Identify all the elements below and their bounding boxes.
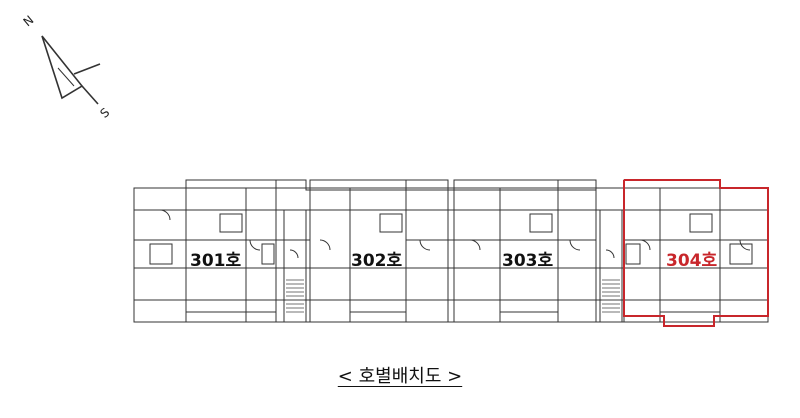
unit-label-301: 301호 [190, 251, 242, 271]
diagram-caption: < 호별배치도 > [0, 362, 800, 388]
unit-label-304: 304호 [666, 251, 718, 271]
unit-label-302: 302호 [351, 251, 403, 271]
compass-arrow-icon [41, 35, 101, 105]
unit-label-303: 303호 [502, 251, 554, 271]
unit-304-highlight [623, 179, 769, 327]
diagram-caption-text: < 호별배치도 > [337, 366, 463, 387]
